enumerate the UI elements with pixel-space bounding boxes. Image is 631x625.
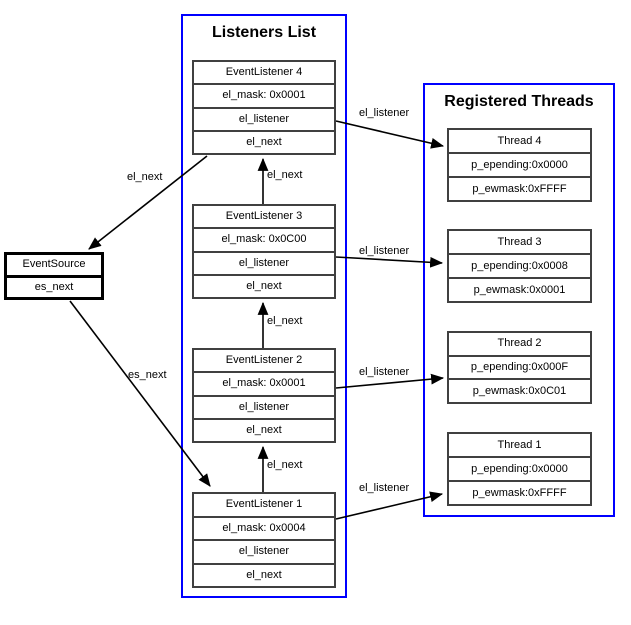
p-epending-field: p_epending:0x0000 [449,152,590,176]
el-listener-field: el_listener [194,250,334,274]
node-eventlistener-2: EventListener 2 el_mask: 0x0001 el_liste… [192,348,336,443]
el-mask-field: el_mask: 0x0001 [194,83,334,106]
p-ewmask-field: p_ewmask:0xFFFF [449,480,590,504]
edge-el-listener-4 [335,120,445,149]
p-epending-field: p_epending:0x0008 [449,253,590,277]
p-epending-field: p_epending:0x000F [449,354,590,379]
edge-label-el-next-1-to-2: el_next [267,459,303,471]
el-mask-field: el_mask: 0x0001 [194,371,334,394]
edge-label-el-next-3-to-4: el_next [267,169,303,181]
edge-el-listener-2 [335,373,445,389]
el-next-field: el_next [194,417,334,441]
el-mask-field: el_mask: 0x0004 [194,515,334,540]
edge-label-el-listener-3: el_listener [359,245,410,257]
el-listener-field: el_listener [194,539,334,563]
el-mask-field: el_mask: 0x0C00 [194,227,334,250]
edge-el-next-4-to-source [88,155,208,250]
p-ewmask-field: p_ewmask:0x0C01 [449,378,590,402]
el-next-field: el_next [194,562,334,587]
node-title: Thread 3 [497,235,542,248]
edge-el-listener-1 [335,491,444,520]
node-title: EventListener 4 [225,66,303,79]
registered-threads-title: Registered Threads [444,93,594,110]
node-title: EventListener 1 [225,498,303,511]
p-epending-field: p_epending:0x0000 [449,456,590,480]
node-title: EventListener 3 [225,210,303,223]
node-title: EventListener 2 [225,354,303,367]
node-eventlistener-3: EventListener 3 el_mask: 0x0C00 el_liste… [192,204,336,299]
el-next-field: el_next [194,129,334,153]
node-title: Thread 2 [497,337,542,350]
node-title: Thread 1 [497,438,542,451]
el-listener-field: el_listener [194,106,334,130]
node-thread-3: Thread 3 p_epending:0x0008 p_ewmask:0x00… [447,229,592,303]
es-next-field: es_next [7,274,101,298]
edge-el-listener-3 [335,256,444,268]
node-thread-4: Thread 4 p_epending:0x0000 p_ewmask:0xFF… [447,128,592,202]
node-eventlistener-4: EventListener 4 el_mask: 0x0001 el_liste… [192,60,336,155]
node-eventlistener-1: EventListener 1 el_mask: 0x0004 el_liste… [192,492,336,588]
p-ewmask-field: p_ewmask:0x0001 [449,277,590,301]
edge-label-el-listener-4: el_listener [359,107,410,119]
eventsource-title: EventSource [22,258,86,271]
node-thread-2: Thread 2 p_epending:0x000F p_ewmask:0x0C… [447,331,592,404]
listeners-list-title: Listeners List [211,24,317,41]
edge-es-next-source-to-1 [69,300,211,487]
edge-label-es-next: es_next [128,369,167,381]
edge-label-el-listener-2: el_listener [359,366,410,378]
edge-label-el-next-2-to-3: el_next [267,315,303,327]
el-listener-field: el_listener [194,394,334,418]
node-title: Thread 4 [497,134,542,147]
edge-label-el-next-source: el_next [127,171,163,183]
node-thread-1: Thread 1 p_epending:0x0000 p_ewmask:0xFF… [447,432,592,506]
node-eventsource: EventSource es_next [4,252,104,300]
edge-label-el-listener-1: el_listener [359,482,410,494]
p-ewmask-field: p_ewmask:0xFFFF [449,176,590,200]
el-next-field: el_next [194,273,334,297]
